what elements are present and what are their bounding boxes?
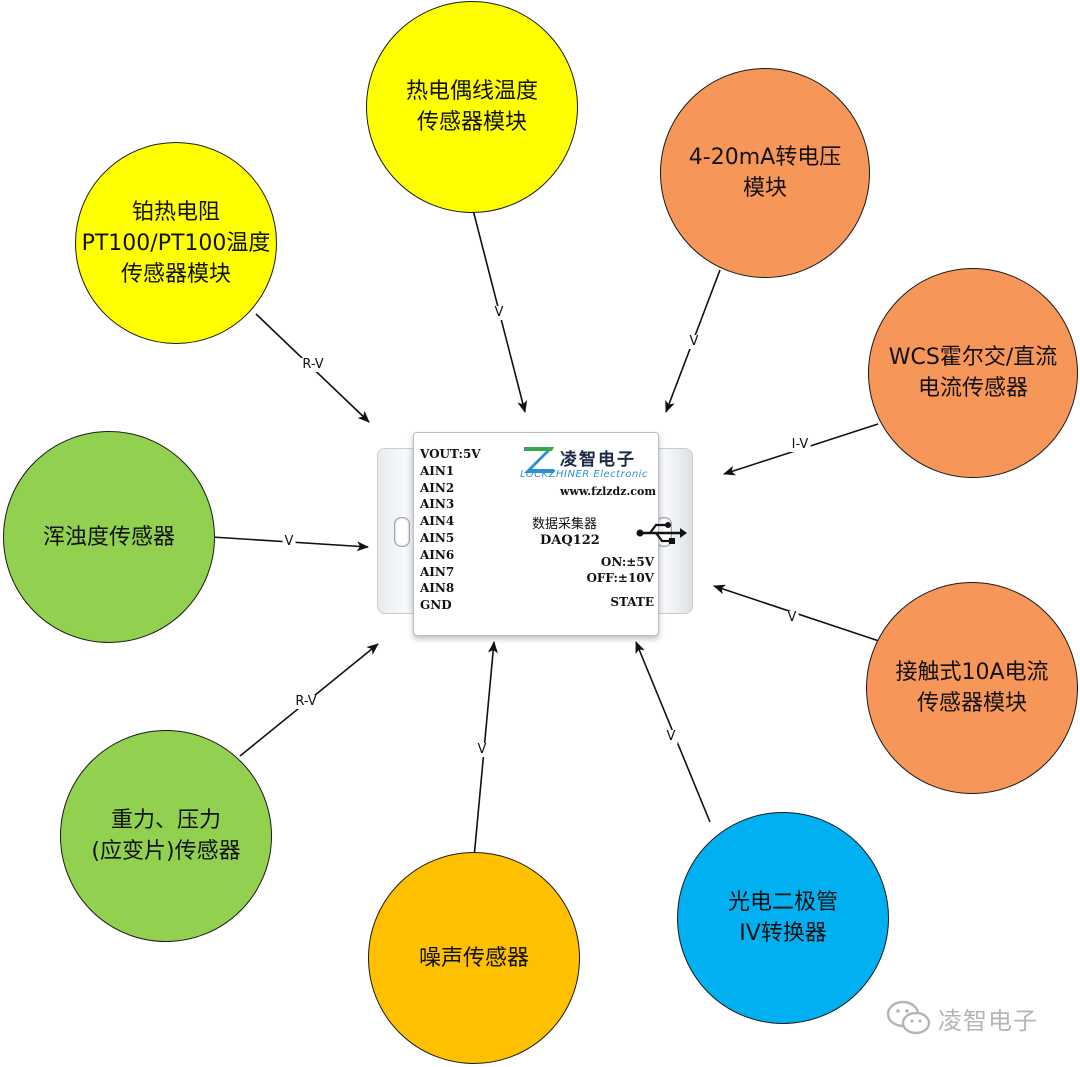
node-noise: 噪声传感器 <box>368 852 580 1064</box>
edge-label-platinum-rtd: R-V <box>300 357 326 372</box>
brand-logo: 凌智电子 LOCKZHINER Electronic www.fzlzdz.co… <box>518 443 656 498</box>
node-turbidity: 浑浊度传感器 <box>3 431 215 643</box>
node-thermocouple: 热电偶线温度 传感器模块 <box>366 1 578 213</box>
node-label-turbidity: 浑浊度传感器 <box>42 524 175 550</box>
brand-url: www.fzlzdz.com <box>560 485 656 498</box>
edge-label-turbidity: V <box>282 534 296 549</box>
edge-label-photodiode: V <box>664 729 678 744</box>
device-model: DAQ122 <box>540 533 600 548</box>
edge-label-ma-to-v: V <box>687 334 701 349</box>
edge-label-thermocouple: V <box>492 305 506 320</box>
pin-label: AIN8 <box>420 581 455 596</box>
node-load-cell: 重力、压力 (应变片)传感器 <box>60 730 272 942</box>
pin-label: AIN4 <box>420 514 455 529</box>
edge-label-wcs-hall: I-V <box>789 437 811 452</box>
node-label-load-cell: 重力、压力 (应变片)传感器 <box>91 808 241 864</box>
watermark-text: 凌智电子 <box>938 1006 1038 1035</box>
watermark: 凌智电子 <box>886 998 1038 1038</box>
device-name: 数据采集器 <box>532 517 598 532</box>
node-label-wcs-hall: WCS霍尔交/直流 电流传感器 <box>888 345 1058 401</box>
status-on: ON:±5V <box>600 555 654 569</box>
wechat-icon <box>886 1000 931 1035</box>
pin-label: AIN2 <box>420 480 455 495</box>
edge-label-contact-current: V <box>785 610 799 625</box>
pin-label: AIN6 <box>420 547 455 562</box>
brand-mark-icon <box>524 447 554 473</box>
node-label-thermocouple: 热电偶线温度 传感器模块 <box>405 79 538 135</box>
pin-label: VOUT:5V <box>420 447 481 461</box>
daq-device: VOUT:5V AIN1 AIN2 AIN3 AIN4 AIN5 AIN6 AI… <box>377 432 693 636</box>
node-label-platinum-rtd: 铂热电阻 PT100/PT100温度 传感器模块 <box>81 199 271 287</box>
node-label-contact-current: 接触式10A电流 传感器模块 <box>895 660 1049 716</box>
usb-icon <box>636 522 687 544</box>
node-label-photodiode: 光电二极管 IV转换器 <box>727 890 838 946</box>
node-ma-to-v: 4-20mA转电压 模块 <box>660 68 870 278</box>
device-enclosure: VOUT:5V AIN1 AIN2 AIN3 AIN4 AIN5 AIN6 AI… <box>413 432 687 636</box>
pin-label: GND <box>420 598 452 613</box>
node-platinum-rtd: 铂热电阻 PT100/PT100温度 传感器模块 <box>75 142 277 344</box>
pin-label: AIN5 <box>420 530 455 545</box>
mount-slot-left <box>394 517 410 547</box>
node-wcs-hall: WCS霍尔交/直流 电流传感器 <box>868 268 1078 478</box>
pin-label: AIN3 <box>420 497 455 512</box>
brand-name-cn: 凌智电子 <box>560 450 636 470</box>
status-state: STATE <box>610 595 654 609</box>
node-label-noise: 噪声传感器 <box>418 945 529 971</box>
node-contact-current: 接触式10A电流 传感器模块 <box>866 582 1078 794</box>
pin-list: VOUT:5V AIN1 AIN2 AIN3 AIN4 AIN5 AIN6 AI… <box>420 446 481 614</box>
status-off: OFF:±10V <box>586 571 654 585</box>
edge-label-noise: V <box>475 742 489 757</box>
pin-label: AIN7 <box>420 564 455 579</box>
edge-label-load-cell: R-V <box>293 694 319 709</box>
node-label-ma-to-v: 4-20mA转电压 模块 <box>688 145 842 201</box>
brand-name-en: LOCKZHINER Electronic <box>520 469 648 480</box>
pin-label: AIN1 <box>420 463 455 478</box>
node-photodiode: 光电二极管 IV转换器 <box>677 812 889 1024</box>
